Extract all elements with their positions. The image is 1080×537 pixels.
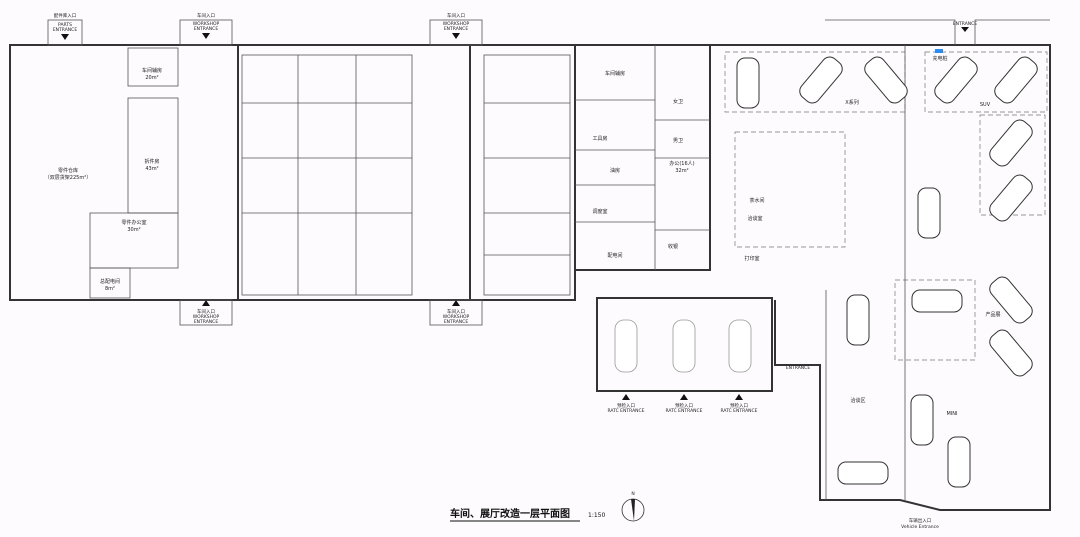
- svg-text:预检入口: 预检入口: [730, 402, 748, 409]
- svg-text:ENTRANCE: ENTRANCE: [194, 319, 218, 325]
- label: 43m²: [145, 166, 158, 172]
- workshop-entrance-top-2: 车间入口 WORKSHOP ENTRANCE: [429, 12, 483, 46]
- label: 洽谈室: [747, 215, 762, 222]
- svg-text:WORKSHOP: WORKSHOP: [193, 21, 220, 27]
- room-power: [89, 267, 131, 299]
- svg-text:ENTRANCE: ENTRANCE: [53, 27, 77, 33]
- showroom-entrances: ENTRANCE ENTRANCE 车辆出入口 Vehicle Entrance: [786, 21, 977, 530]
- svg-text:Vehicle Entrance: Vehicle Entrance: [901, 524, 939, 530]
- showroom-outline: [710, 19, 1051, 511]
- svg-text:RATC ENTRANCE: RATC ENTRANCE: [607, 408, 644, 414]
- workshop-entrance-bottom-1: 车间入口 WORKSHOP ENTRANCE: [179, 299, 233, 326]
- preview-cars: [614, 319, 752, 373]
- north-arrow-icon: N: [621, 491, 645, 522]
- label: 车间辅房: [142, 67, 162, 74]
- label: 零件仓库: [58, 167, 78, 174]
- svg-text:ENTRANCE: ENTRANCE: [194, 26, 218, 32]
- label: 油房: [610, 167, 620, 174]
- room-parts-office: [89, 212, 179, 269]
- svg-text:预检入口: 预检入口: [675, 402, 693, 409]
- label: 洽谈区: [850, 397, 865, 404]
- plan-scale: 1:150: [588, 512, 605, 519]
- svg-text:ENTRANCE: ENTRANCE: [953, 21, 977, 27]
- svg-text:RATC ENTRANCE: RATC ENTRANCE: [720, 408, 757, 414]
- svg-text:PARTS: PARTS: [58, 22, 72, 28]
- service-block: [574, 44, 711, 271]
- room-disassembly: [127, 97, 179, 214]
- label: 30m²: [127, 227, 140, 233]
- preview-entrances: 预检入口 RATC ENTRANCE 预检入口 RATC ENTRANCE 预检…: [607, 394, 758, 414]
- label: 产品展: [985, 311, 1000, 318]
- label: 20m²: [145, 75, 158, 81]
- svg-text:配件库入口: 配件库入口: [54, 12, 77, 19]
- svg-text:预检入口: 预检入口: [617, 402, 635, 409]
- label: 配电间: [607, 252, 622, 259]
- showroom-cars: [736, 56, 1038, 488]
- room-workshop-aux-small: [127, 47, 179, 87]
- svg-text:车辆出入口: 车辆出入口: [909, 517, 932, 524]
- label: 零件办公室: [121, 219, 146, 226]
- svg-text:RATC ENTRANCE: RATC ENTRANCE: [665, 408, 702, 414]
- label: X系列: [845, 99, 858, 106]
- label: MINI: [946, 411, 957, 417]
- label: 男卫: [673, 138, 683, 144]
- parts-entrance: 配件库入口 PARTS ENTRANCE: [47, 12, 83, 46]
- workshop-bays: [241, 54, 571, 296]
- svg-text:车间入口: 车间入口: [197, 12, 215, 19]
- label: 8m²: [105, 286, 115, 292]
- label: 打印室: [744, 255, 759, 262]
- svg-text:车间入口: 车间入口: [197, 308, 215, 315]
- label: 调度室: [592, 208, 607, 215]
- charging-marker: [935, 49, 943, 53]
- label: SUV: [980, 102, 991, 108]
- label: （双层货架225m²）: [45, 174, 91, 181]
- label: 办公(16人): [669, 160, 694, 167]
- svg-text:ENTRANCE: ENTRANCE: [786, 365, 810, 371]
- workshop-entrance-bottom-2: 车间入口 WORKSHOP ENTRANCE: [429, 299, 483, 326]
- label: 女卫: [673, 98, 683, 105]
- label: 茶水间: [749, 197, 764, 204]
- label: 工具房: [592, 135, 607, 142]
- label: 充电桩: [932, 55, 947, 62]
- preview-bay: [596, 297, 773, 392]
- label: 拆件房: [144, 158, 159, 165]
- svg-text:车间入口: 车间入口: [447, 12, 465, 19]
- svg-text:车间入口: 车间入口: [447, 308, 465, 315]
- workshop-entrance-top-1: 车间入口 WORKSHOP ENTRANCE: [179, 12, 233, 46]
- label: 总配电间: [100, 278, 120, 285]
- svg-text:WORKSHOP: WORKSHOP: [193, 314, 220, 320]
- label: 32m²: [675, 168, 688, 174]
- label: 收银: [668, 243, 678, 250]
- svg-text:WORKSHOP: WORKSHOP: [443, 21, 470, 27]
- label: 车间辅房: [605, 70, 625, 77]
- workshop-outline: [9, 44, 576, 301]
- svg-text:ENTRANCE: ENTRANCE: [444, 26, 468, 32]
- svg-text:WORKSHOP: WORKSHOP: [443, 314, 470, 320]
- svg-text:ENTRANCE: ENTRANCE: [444, 319, 468, 325]
- svg-text:N: N: [631, 491, 634, 497]
- plan-title: 车间、展厅改造一层平面图: [450, 507, 570, 520]
